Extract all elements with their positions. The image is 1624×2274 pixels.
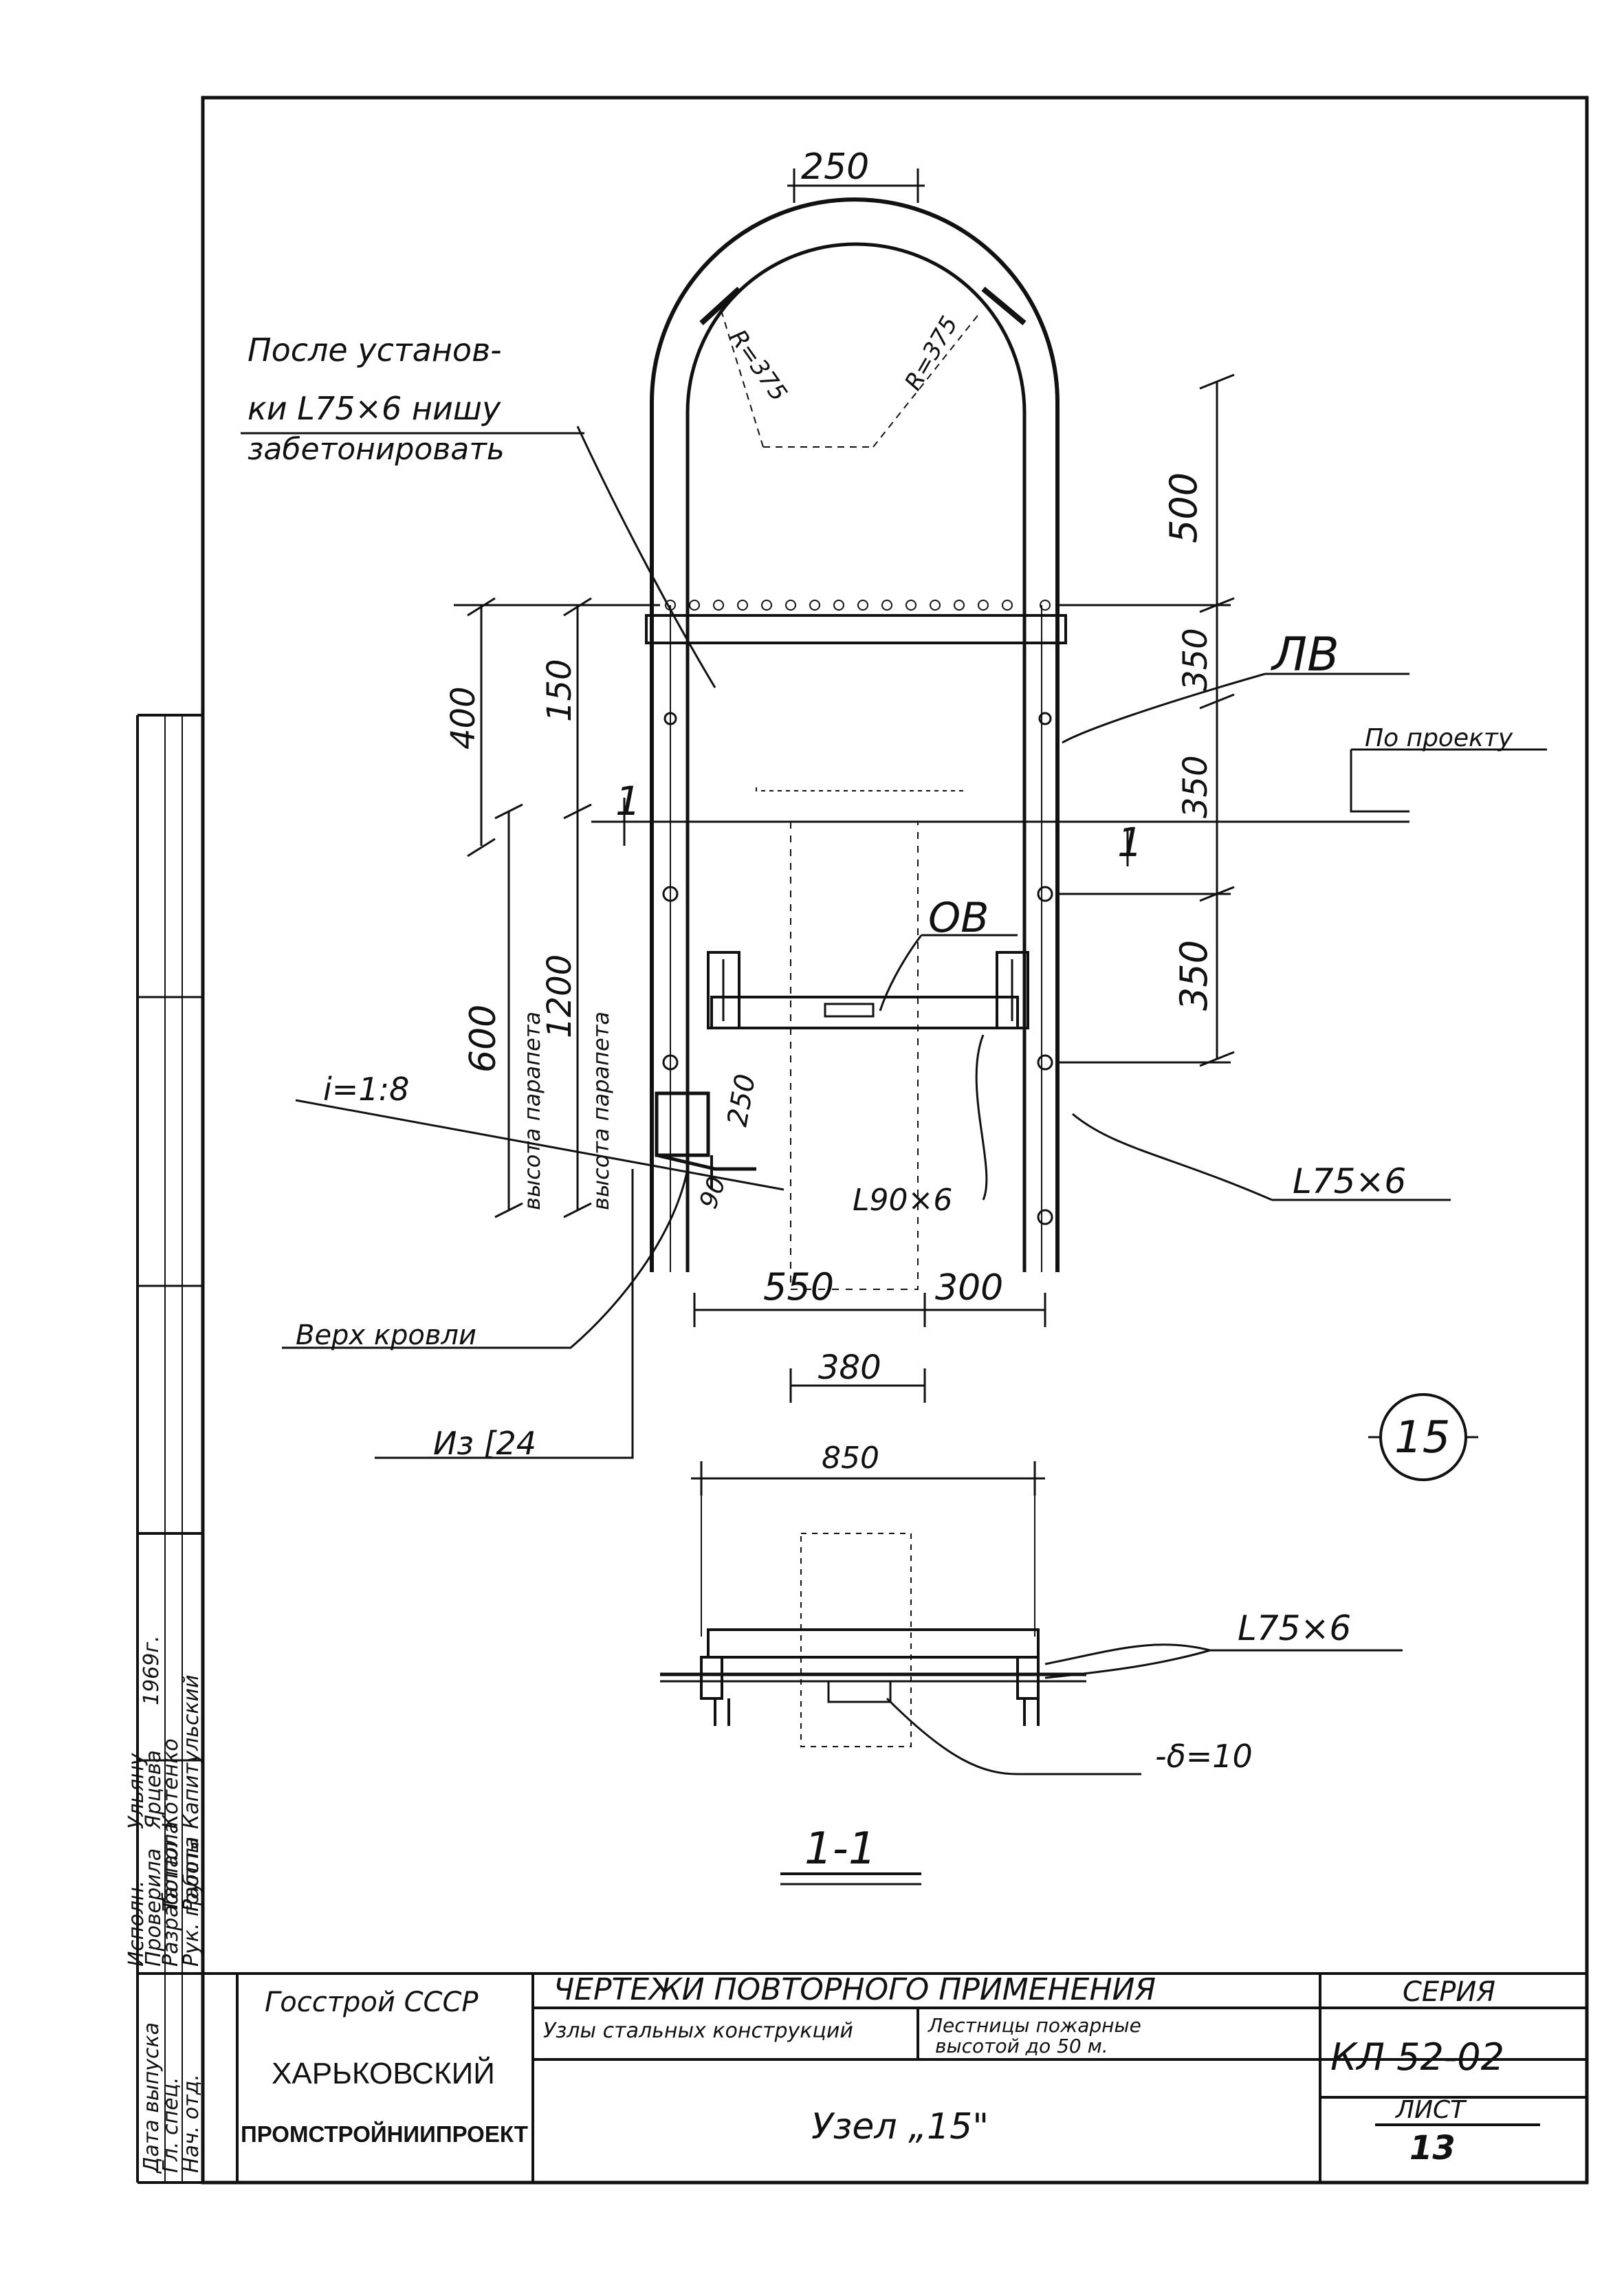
series-label: СЕРИЯ bbox=[1403, 1976, 1495, 2008]
label-by-project: По проекту bbox=[1365, 724, 1513, 752]
label-l90: L90×6 bbox=[853, 1183, 952, 1218]
section-mark-right: 1 bbox=[1117, 819, 1143, 866]
dimension-lines bbox=[454, 168, 1235, 1403]
ladder-hoop bbox=[650, 197, 1060, 1272]
parapet-structure bbox=[591, 787, 1409, 1290]
org-line-3: ПРОМСТРОЙНИИПРОЕКТ bbox=[241, 2121, 528, 2147]
org-line-2: ХАРЬКОВСКИЙ bbox=[272, 2055, 495, 2090]
dim-550: 550 bbox=[763, 1265, 834, 1309]
section-title: 1-1 bbox=[804, 1824, 877, 1874]
parapet-600-label: высота парапета bbox=[519, 1012, 545, 1210]
sign-name-4: Ульяну bbox=[124, 1752, 149, 1829]
node-number: 15 bbox=[1394, 1412, 1450, 1463]
sign-name-3: Ярцева bbox=[142, 1750, 166, 1830]
parapet-1200-label: высота парапета bbox=[588, 1012, 614, 1210]
dim-850: 850 bbox=[822, 1441, 879, 1476]
sign-role-3: Проверила bbox=[142, 1848, 166, 1967]
title-sub-right-1: Лестницы пожарные bbox=[928, 2014, 1141, 2037]
dim-500: 500 bbox=[1162, 472, 1205, 543]
sign-role-2: Разработал bbox=[159, 1841, 183, 1967]
sign2-role-2: Гл. спец. bbox=[159, 2077, 183, 2173]
leader-lines bbox=[241, 426, 1547, 1459]
sheet-frame bbox=[201, 96, 1589, 2185]
title-sub-right-2: высотой до 50 м. bbox=[935, 2035, 1108, 2057]
sign2-name-1: Работа bbox=[179, 1837, 204, 1912]
title-block bbox=[236, 1972, 1587, 2183]
drawing-text: 250 R=375 R=375 500 350 350 350 400 150 … bbox=[124, 146, 1513, 2174]
sign2-name-2: Талпола bbox=[159, 1822, 183, 1912]
dim-250-small: 250 bbox=[722, 1072, 762, 1129]
sign-name-1: Капитульский bbox=[179, 1675, 204, 1830]
sign2-role-3: Дата выпуска bbox=[140, 2022, 164, 2174]
label-lv: ЛВ bbox=[1270, 628, 1339, 682]
dim-250: 250 bbox=[801, 146, 869, 188]
sign-role-1: Рук. группы bbox=[179, 1837, 204, 1967]
node-name: Узел „15" bbox=[811, 2106, 989, 2147]
sign2-role-1: Нач. отд. bbox=[179, 2074, 204, 2173]
title-sub-left: Узлы стальных конструкций bbox=[543, 2019, 853, 2043]
title-header: ЧЕРТЕЖИ ПОВТОРНОГО ПРИМЕНЕНИЯ bbox=[553, 1972, 1156, 2007]
label-l75-top: L75×6 bbox=[1293, 1161, 1406, 1201]
dim-r375-right: R=375 bbox=[899, 311, 963, 395]
sign-name-2: Котенко bbox=[159, 1738, 183, 1829]
sheet-label: ЛИСТ bbox=[1394, 2096, 1467, 2124]
dim-1200: 1200 bbox=[540, 954, 579, 1038]
label-channel: Из [24 bbox=[433, 1425, 536, 1462]
dim-r375-left: R=375 bbox=[724, 325, 793, 406]
label-ov: ОВ bbox=[928, 894, 989, 942]
dim-350-a: 350 bbox=[1176, 628, 1215, 691]
note-line-1: После установ- bbox=[248, 331, 502, 369]
label-plate: -δ=10 bbox=[1155, 1738, 1253, 1775]
sheet-value: 13 bbox=[1409, 2129, 1456, 2167]
series-value: КЛ 52-02 bbox=[1330, 2035, 1504, 2079]
note-line-3: забетонировать bbox=[248, 432, 505, 467]
dim-150: 150 bbox=[540, 659, 579, 722]
label-slope: i=1:8 bbox=[323, 1071, 409, 1108]
dim-380: 380 bbox=[818, 1348, 881, 1387]
sign2-name-3: 1969г. bbox=[140, 1635, 164, 1705]
hoop-band bbox=[645, 600, 1067, 1225]
label-l75-section: L75×6 bbox=[1238, 1608, 1351, 1648]
signature-strip bbox=[136, 714, 237, 2184]
org-line-1: Госстрой СССР bbox=[265, 1987, 479, 2018]
label-roof-top: Верх кровли bbox=[296, 1320, 476, 1351]
dim-300: 300 bbox=[935, 1267, 1003, 1309]
section-mark-left: 1 bbox=[615, 778, 641, 824]
dim-350-b: 350 bbox=[1176, 755, 1215, 818]
note-line-2: ки L75×6 нишу bbox=[248, 390, 501, 427]
roof-slope-line bbox=[295, 1099, 784, 1191]
dim-600: 600 bbox=[463, 1005, 504, 1073]
section-1-1 bbox=[660, 1461, 1403, 1885]
sign-role-4: Исполн. bbox=[124, 1881, 149, 1967]
dim-400: 400 bbox=[444, 686, 483, 750]
dim-350-c: 350 bbox=[1172, 940, 1216, 1011]
